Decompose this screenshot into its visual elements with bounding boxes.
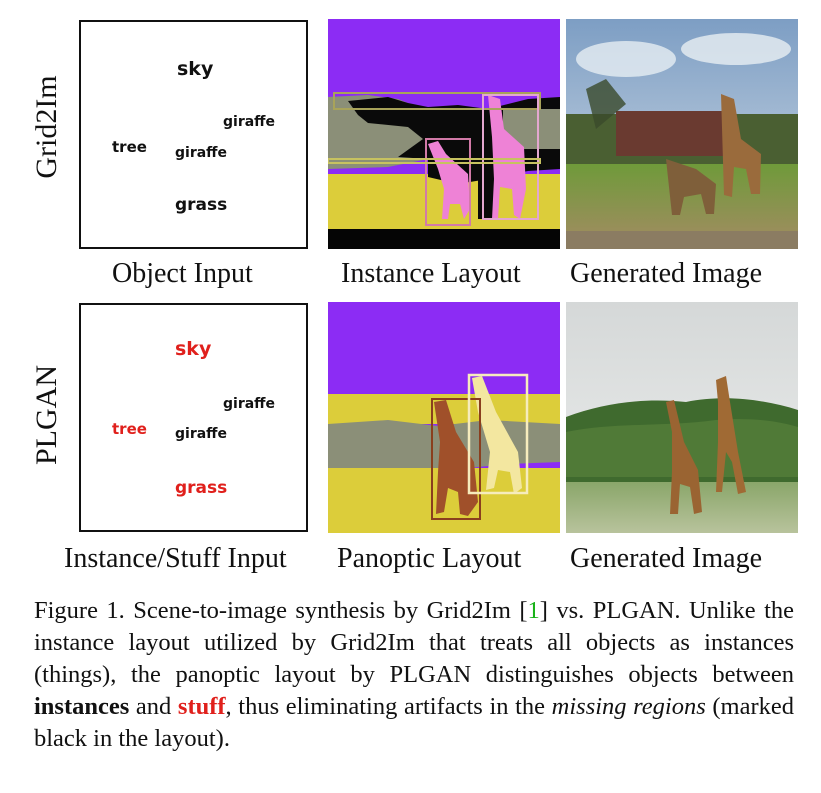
instance-stuff-input-box: sky giraffe tree giraffe grass [79, 303, 308, 532]
caption-instances: instances [34, 693, 130, 720]
word-sky: sky [175, 338, 212, 360]
caption-instance-layout: Instance Layout [341, 258, 521, 289]
generated-image-bottom-svg [566, 302, 798, 533]
instance-layout [328, 19, 560, 249]
caption-panoptic-layout: Panoptic Layout [337, 543, 522, 574]
word-sky: sky [177, 58, 214, 80]
caption-text: Figure 1. Scene-to-image synthesis by Gr… [34, 597, 528, 624]
caption-text: (marked black in the layout). [34, 693, 795, 752]
object-input-box: sky giraffe tree giraffe grass [79, 20, 308, 249]
caption-text: , thus eliminating artifacts in the [225, 693, 552, 720]
panoptic-layout-svg [328, 302, 560, 533]
generated-image-bottom [566, 302, 798, 533]
word-grass: grass [175, 478, 228, 498]
caption-stuff: stuff [177, 693, 226, 720]
word-giraffe: giraffe [223, 114, 276, 130]
word-grass: grass [175, 195, 228, 215]
row-label-plgan: PLGAN [30, 365, 63, 466]
panoptic-layout [328, 302, 560, 533]
caption-object-input: Object Input [112, 258, 253, 289]
caption-generated-image-top: Generated Image [570, 258, 762, 289]
word-giraffe: giraffe [175, 145, 228, 161]
caption-generated-image-bottom: Generated Image [570, 543, 762, 574]
word-tree: tree [112, 138, 147, 156]
figure-caption: Figure 1. Scene-to-image synthesis by Gr… [34, 595, 794, 755]
word-giraffe: giraffe [223, 396, 276, 412]
caption-text: and [129, 693, 178, 720]
generated-image-top [566, 19, 798, 249]
reference-link[interactable]: 1 [527, 597, 540, 624]
row-label-grid2im: Grid2Im [30, 75, 63, 179]
caption-instance-stuff-input: Instance/Stuff Input [64, 543, 287, 574]
instance-layout-svg [328, 19, 560, 249]
caption-text: ] vs. PLGAN. Unlike the instance layout … [34, 597, 794, 688]
generated-image-top-svg [566, 19, 798, 249]
word-giraffe: giraffe [175, 426, 228, 442]
word-tree: tree [112, 420, 147, 438]
caption-missing-regions: missing regions [551, 693, 706, 720]
